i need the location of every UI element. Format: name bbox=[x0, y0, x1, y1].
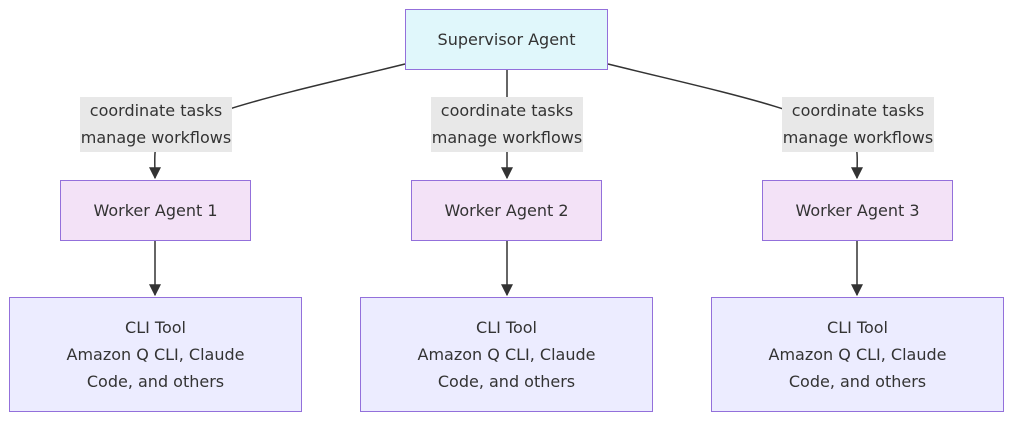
cli-tool-1-line-3: Code, and others bbox=[86, 372, 225, 391]
edge-label-2-line-2: manage workflows bbox=[431, 128, 583, 147]
worker-agent-3-node: Worker Agent 3 bbox=[762, 180, 953, 241]
supervisor-agent-node: Supervisor Agent bbox=[405, 9, 608, 70]
cli-tool-3-title: CLI Tool bbox=[827, 318, 888, 337]
supervisor-agent-label: Supervisor Agent bbox=[437, 30, 576, 49]
worker-agent-1-node: Worker Agent 1 bbox=[60, 180, 251, 241]
cli-tool-3-node: CLI Tool Amazon Q CLI, Claude Code, and … bbox=[711, 297, 1004, 412]
cli-tool-2-line-2: Amazon Q CLI, Claude bbox=[417, 345, 596, 364]
edge-label-1: coordinate tasks manage workflows bbox=[80, 97, 232, 152]
edge-label-3: coordinate tasks manage workflows bbox=[782, 97, 934, 152]
edge-label-2: coordinate tasks manage workflows bbox=[431, 97, 583, 152]
worker-agent-3-label: Worker Agent 3 bbox=[795, 201, 920, 220]
cli-tool-1-node: CLI Tool Amazon Q CLI, Claude Code, and … bbox=[9, 297, 302, 412]
cli-tool-2-node: CLI Tool Amazon Q CLI, Claude Code, and … bbox=[360, 297, 653, 412]
edge-label-1-line-2: manage workflows bbox=[80, 128, 232, 147]
cli-tool-1-line-2: Amazon Q CLI, Claude bbox=[66, 345, 245, 364]
worker-agent-1-label: Worker Agent 1 bbox=[93, 201, 218, 220]
cli-tool-2-title: CLI Tool bbox=[476, 318, 537, 337]
worker-agent-2-node: Worker Agent 2 bbox=[411, 180, 602, 241]
cli-tool-2-line-3: Code, and others bbox=[437, 372, 576, 391]
edge-label-3-line-1: coordinate tasks bbox=[791, 101, 925, 120]
edge-label-1-line-1: coordinate tasks bbox=[89, 101, 223, 120]
worker-agent-2-label: Worker Agent 2 bbox=[444, 201, 569, 220]
edge-label-3-line-2: manage workflows bbox=[782, 128, 934, 147]
edge-label-2-line-1: coordinate tasks bbox=[440, 101, 574, 120]
cli-tool-3-line-3: Code, and others bbox=[788, 372, 927, 391]
cli-tool-3-line-2: Amazon Q CLI, Claude bbox=[768, 345, 947, 364]
cli-tool-1-title: CLI Tool bbox=[125, 318, 186, 337]
